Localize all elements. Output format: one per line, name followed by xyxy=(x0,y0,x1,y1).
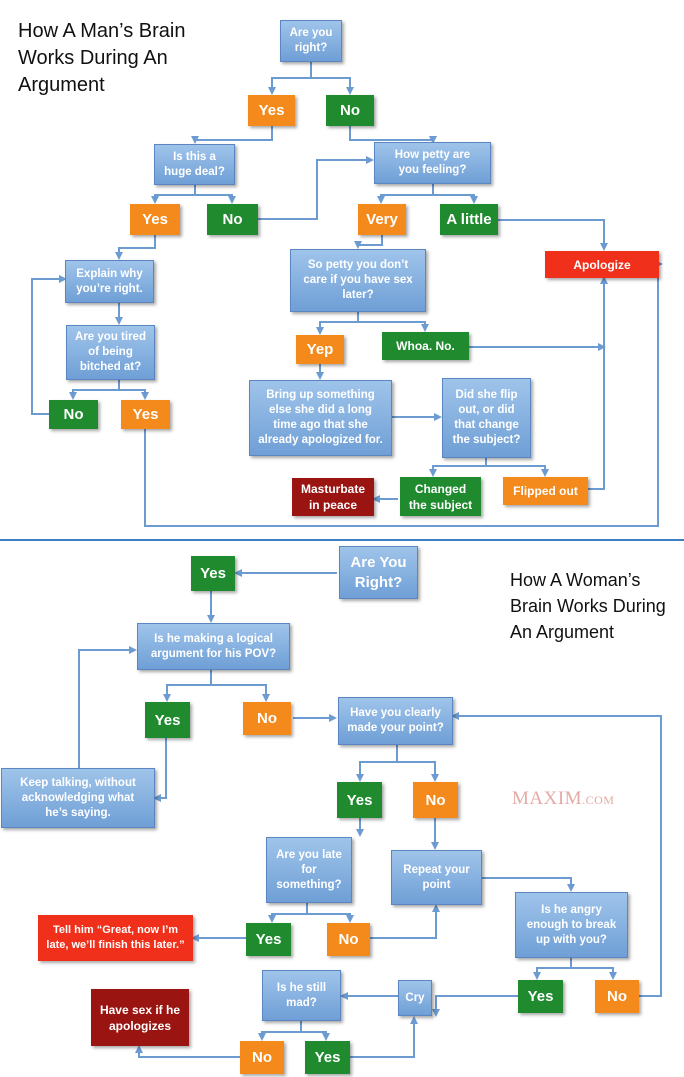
node-angry: Is he angry enough to break up with you? xyxy=(515,892,628,958)
node-huge-deal: Is this a huge deal? xyxy=(154,144,235,185)
node-yes: Yes xyxy=(121,400,170,429)
node-still-mad: Is he still mad? xyxy=(262,970,341,1021)
node-yes: Yes xyxy=(246,923,291,956)
node-are-you-right: Are You Right? xyxy=(339,546,418,599)
node-no: No xyxy=(413,782,458,818)
node-no: No xyxy=(240,1041,284,1074)
section-divider xyxy=(0,539,684,541)
node-apologize: Apologize xyxy=(545,251,659,278)
title-man: How A Man’s Brain Works During An Argume… xyxy=(18,20,186,96)
node-flip-out: Did she flip out, or did that change the… xyxy=(442,378,531,458)
node-yes: Yes xyxy=(518,980,563,1013)
node-no: No xyxy=(243,702,291,735)
node-yes: Yes xyxy=(145,702,190,738)
node-very: Very xyxy=(358,204,406,235)
title-woman: How A Woman’s Brain Works During An Argu… xyxy=(510,570,666,642)
node-no: No xyxy=(49,400,98,429)
node-repeat: Repeat your point xyxy=(391,850,482,905)
node-whoa-no: Whoa. No. xyxy=(382,332,469,360)
node-yep: Yep xyxy=(296,335,344,364)
node-yes: Yes xyxy=(337,782,382,818)
node-a-little: A little xyxy=(440,204,498,235)
node-are-you-right: Are you right? xyxy=(280,20,342,62)
node-late: Are you late for something? xyxy=(266,837,352,903)
node-bring-up: Bring up something else she did a long t… xyxy=(249,380,392,456)
node-how-petty: How petty are you feeling? xyxy=(374,142,491,184)
node-cry: Cry xyxy=(398,980,432,1016)
node-explain: Explain why you’re right. xyxy=(65,260,154,303)
node-yes: Yes xyxy=(191,556,235,591)
node-yes: Yes xyxy=(305,1041,350,1074)
node-changed-subject: Changed the subject xyxy=(400,477,481,516)
node-yes: Yes xyxy=(248,95,295,126)
node-flipped-out: Flipped out xyxy=(503,477,588,505)
node-yes: Yes xyxy=(130,204,180,235)
node-tired: Are you tired of being bitched at? xyxy=(66,325,155,380)
maxim-logo: MAXIM.COM xyxy=(512,788,615,809)
node-keep-talking: Keep talking, without acknowledging what… xyxy=(1,768,155,828)
node-no: No xyxy=(207,204,258,235)
node-made-point: Have you clearly made your point? xyxy=(338,697,453,745)
node-no: No xyxy=(327,923,370,956)
node-no: No xyxy=(326,95,374,126)
node-have-sex: Have sex if he apologizes xyxy=(91,989,189,1046)
node-so-petty: So petty you don’t care if you have sex … xyxy=(290,249,426,312)
node-tell-him: Tell him “Great, now I’m late, we’ll fin… xyxy=(38,915,193,961)
node-logical: Is he making a logical argument for his … xyxy=(137,623,290,670)
node-masturbate: Masturbate in peace xyxy=(292,478,374,516)
node-no: No xyxy=(595,980,639,1013)
